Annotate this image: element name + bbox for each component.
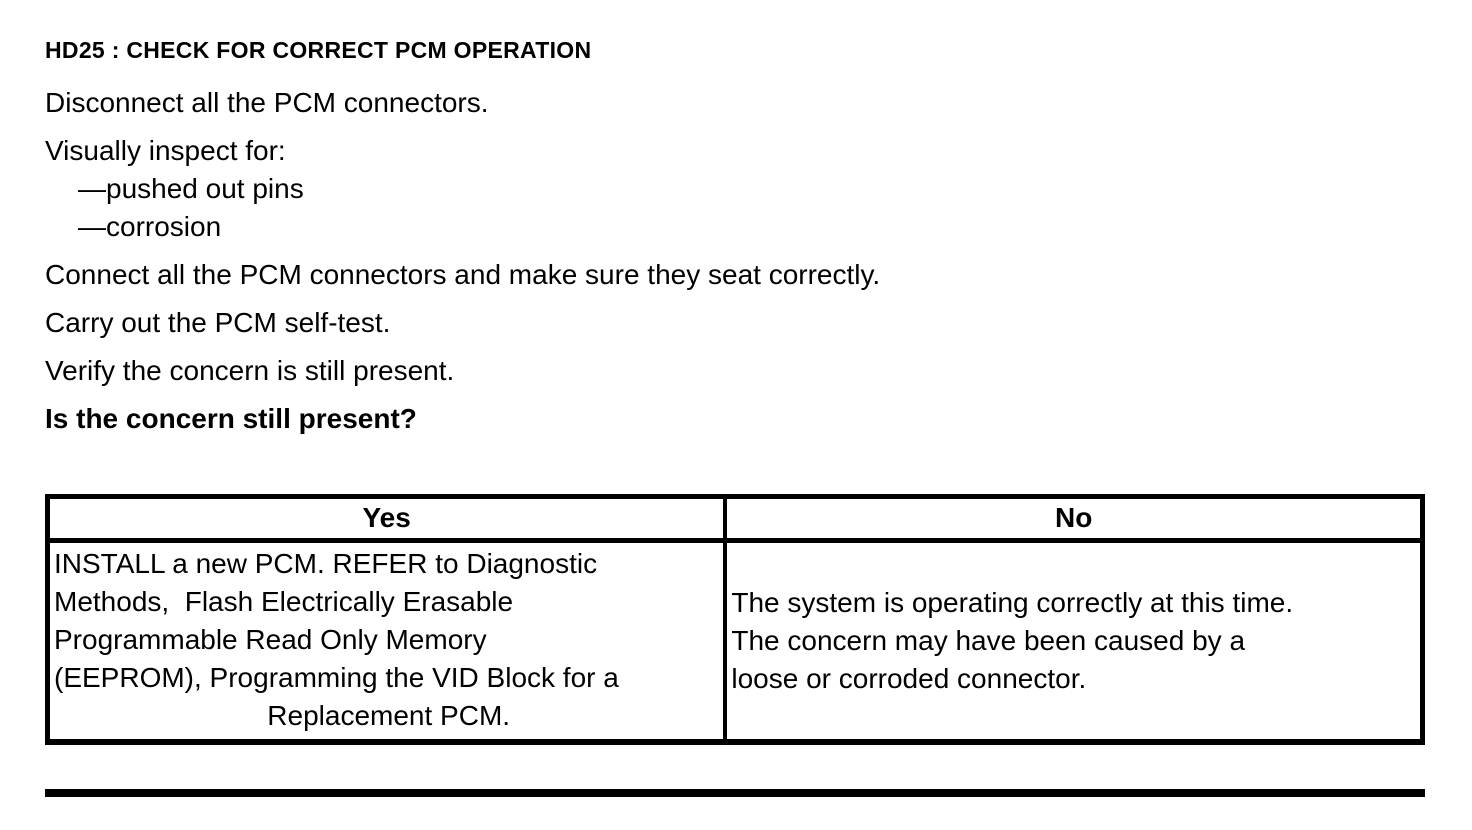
yes-result-line: INSTALL a new PCM. REFER to Diagnostic [54, 548, 598, 579]
yes-column-header: Yes [45, 494, 728, 543]
procedure-steps: Disconnect all the PCM connectors. Visua… [45, 86, 1425, 436]
results-header-row: Yes No [45, 494, 1425, 543]
step-selftest: Carry out the PCM self-test. [45, 307, 391, 338]
no-result-line: The concern may have been caused by a [731, 625, 1246, 656]
yes-result-cell: INSTALL a new PCM. REFER to Diagnostic M… [45, 538, 728, 745]
page-title: HD25 : CHECK FOR CORRECT PCM OPERATION [45, 37, 592, 63]
step-inspect: Visually inspect for: [45, 135, 286, 166]
no-result-cell: The system is operating correctly at thi… [723, 538, 1425, 745]
step-connect: Connect all the PCM connectors and make … [45, 259, 881, 290]
step-disconnect: Disconnect all the PCM connectors. [45, 87, 489, 118]
inspect-item-pins: —pushed out pins [78, 173, 304, 204]
bottom-divider-rule [45, 789, 1425, 797]
yes-result-line: Methods, Flash Electrically Erasable [54, 586, 514, 617]
no-result-line: loose or corroded connector. [731, 663, 1087, 694]
no-result-line: The system is operating correctly at thi… [731, 587, 1294, 618]
yes-result-line: Programmable Read Only Memory [54, 624, 487, 655]
question-text: Is the concern still present? [45, 403, 417, 434]
yes-result-line: Replacement PCM. [267, 700, 511, 731]
yes-result-line: (EEPROM), Programming the VID Block for … [54, 662, 619, 693]
results-table: Yes No INSTALL a new PCM. REFER to Diagn… [45, 494, 1425, 745]
step-verify: Verify the concern is still present. [45, 355, 455, 386]
results-body-row: INSTALL a new PCM. REFER to Diagnostic M… [45, 538, 1425, 745]
inspect-item-corrosion: —corrosion [78, 211, 222, 242]
no-column-header: No [723, 494, 1425, 543]
